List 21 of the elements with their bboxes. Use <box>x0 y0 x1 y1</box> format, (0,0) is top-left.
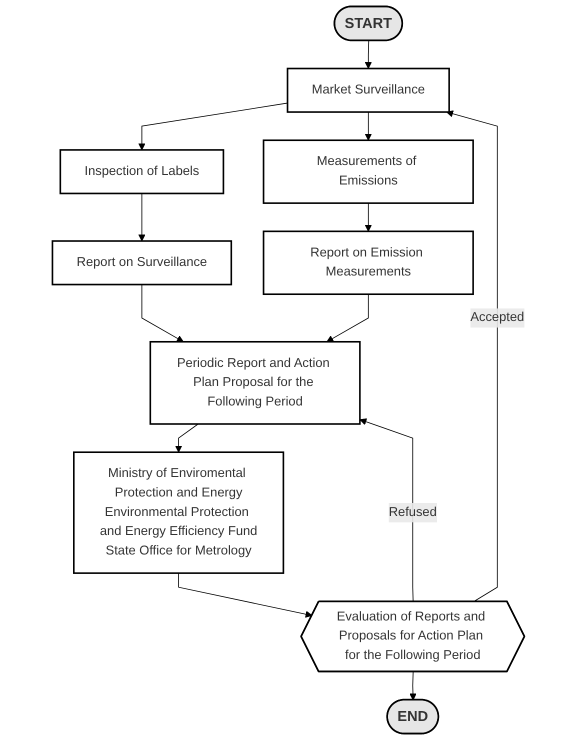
node-box: Periodic Report and Action Plan Proposal for the Following Period <box>150 340 361 425</box>
arrow <box>360 418 414 602</box>
arrow <box>142 284 184 342</box>
arrow <box>175 424 199 453</box>
node-box: Measurements of Emissions <box>262 139 474 204</box>
node-box: Inspection of Labels <box>60 149 224 194</box>
arrow <box>326 294 369 342</box>
node-box: Ministry of Enviromental Protection and Energy Environmental Protection and Energy Efficiency Fund State Office for Metrology <box>73 451 284 574</box>
edge-label: Accepted <box>470 310 524 324</box>
arrow <box>364 112 372 141</box>
arrow <box>364 40 372 69</box>
node-box: Report on Surveillance <box>52 240 232 286</box>
arrow <box>410 671 417 700</box>
arrow <box>364 202 372 232</box>
arrow <box>138 193 146 242</box>
arrow <box>178 572 312 618</box>
node-box: Market Surveillance <box>286 68 450 113</box>
node-box: Report on Emission Measurements <box>262 230 474 296</box>
arrow <box>446 110 498 602</box>
arrow <box>138 102 288 150</box>
edge-label: Refused <box>388 505 437 520</box>
